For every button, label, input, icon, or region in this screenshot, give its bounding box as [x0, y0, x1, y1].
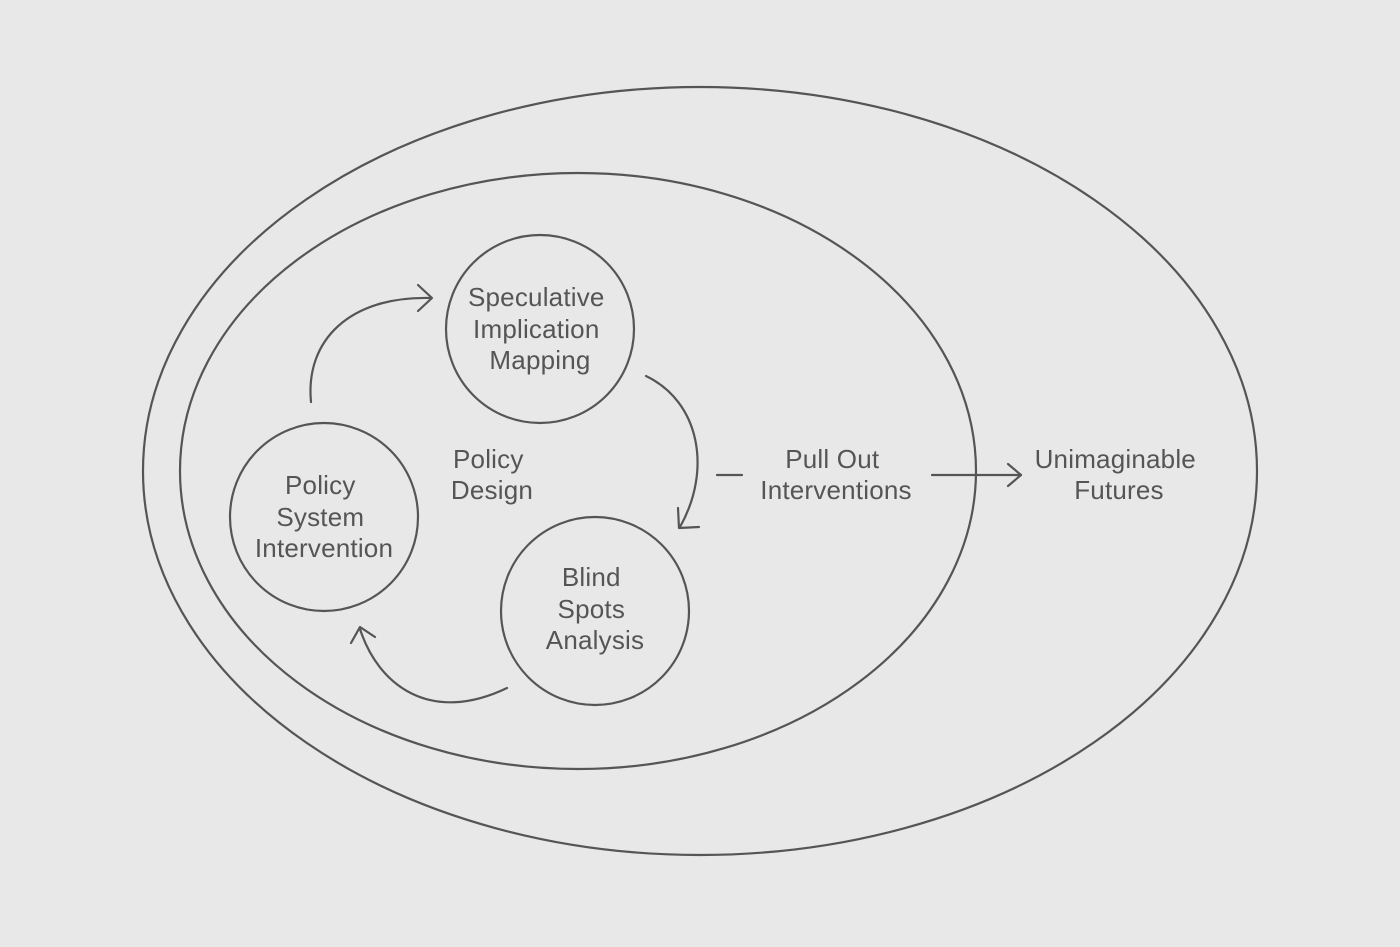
pull-out-interventions-label: Pull Out Interventions [760, 444, 911, 505]
arrow-policy-to-speculative [309, 283, 434, 404]
arrow-blind-spots-to-policy [349, 625, 509, 704]
unimaginable-futures-ellipse [141, 85, 1259, 857]
speculative-implication-mapping-node [444, 233, 636, 425]
policy-system-intervention-node [228, 421, 420, 613]
arrow-pull-out-to-futures [930, 462, 1023, 488]
policy-system-intervention-label: Policy System Intervention [255, 470, 393, 563]
unimaginable-futures-label: Unimaginable Futures [1035, 444, 1204, 505]
policy-design-label: Policy Design [451, 444, 533, 505]
blind-spots-analysis-node [499, 515, 691, 707]
speculative-implication-mapping-label: Speculative Implication Mapping [468, 282, 612, 375]
policy-design-ellipse [178, 171, 978, 771]
blind-spots-analysis-label: Blind Spots Analysis [546, 562, 644, 655]
arrow-speculative-to-blind-spots [644, 374, 701, 530]
